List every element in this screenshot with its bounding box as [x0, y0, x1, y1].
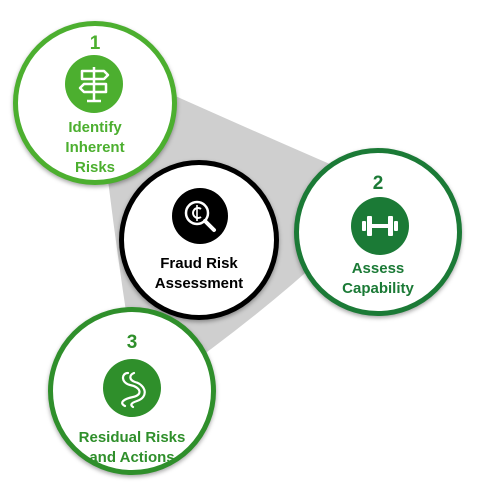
magnifier-cent-icon: [184, 200, 216, 232]
dumbbell-icon: [362, 216, 398, 236]
step-1-label-line: Risks: [74, 159, 116, 176]
step-2-icon-disc: [351, 197, 409, 255]
winding-path-icon: [121, 371, 146, 409]
center-label-line: Assessment: [154, 275, 244, 292]
step-3-number: 3: [126, 332, 138, 353]
center-circle: [119, 160, 279, 320]
step-3-label-line: and Actions: [89, 449, 175, 466]
step-1-label-line: Inherent: [65, 139, 125, 156]
step-2-label-line: Capability: [342, 280, 414, 297]
step-1-label: Identify Inherent Risks: [13, 118, 177, 178]
center-label-line: Fraud Risk: [160, 255, 238, 272]
step-1-label-line: Identify: [68, 119, 122, 136]
step-1-icon-disc: [65, 55, 123, 113]
step-3-label-line: Residual Risks: [78, 429, 186, 446]
step-3-icon-disc: [103, 359, 161, 417]
step-1-number: 1: [89, 33, 101, 54]
center-label: Fraud Risk Assessment: [119, 254, 279, 294]
step-2-label-line: Assess: [351, 260, 405, 277]
step-3-label: Residual Risks and Actions: [48, 428, 216, 468]
signpost-icon: [78, 67, 110, 103]
step-2-label: Assess Capability: [294, 259, 462, 299]
step-2-circle: [294, 148, 462, 316]
step-2-number: 2: [372, 173, 384, 194]
center-icon-disc: [172, 188, 228, 244]
